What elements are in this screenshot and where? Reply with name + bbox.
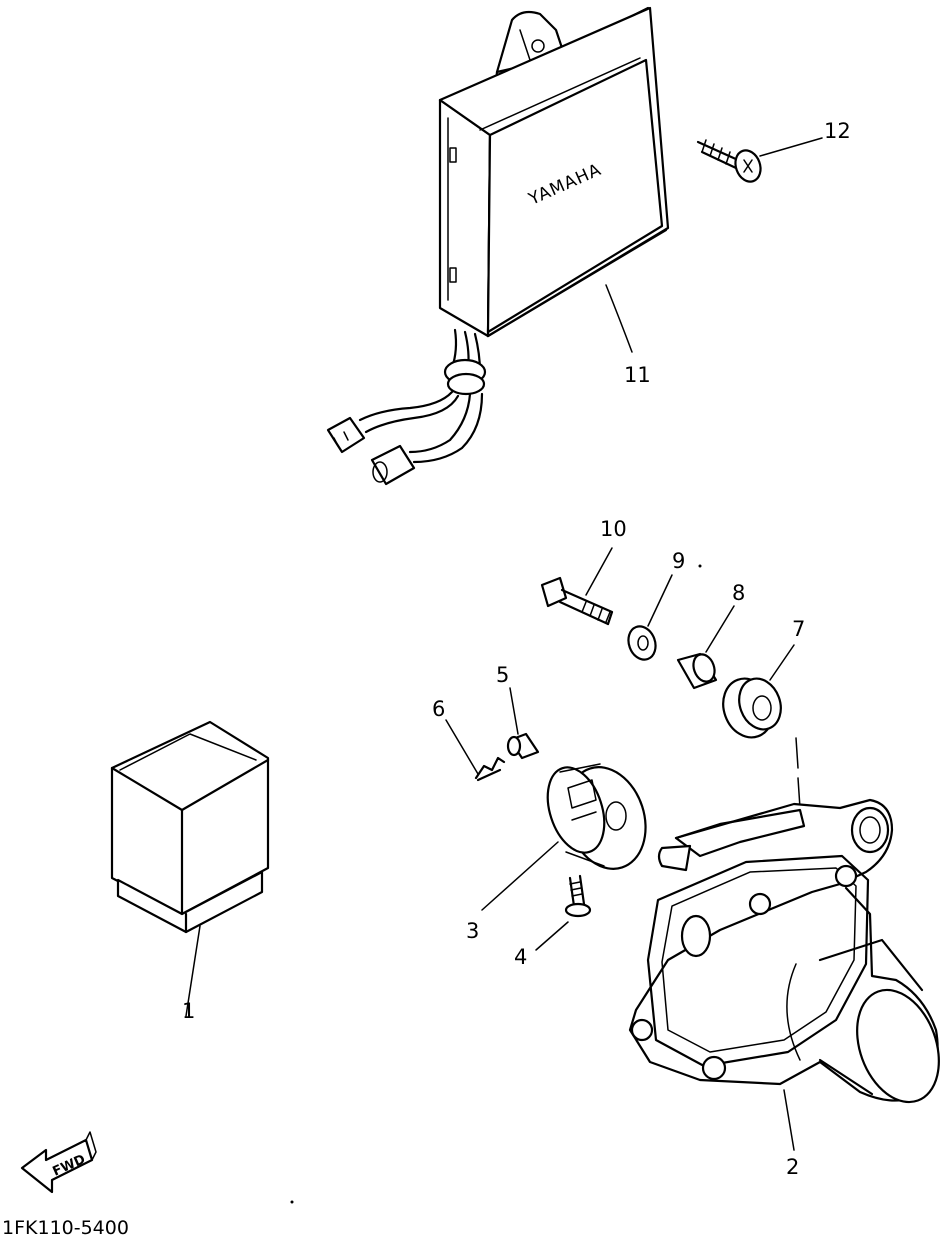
part-label-9: 9 (672, 549, 685, 573)
part-label-11: 11 (624, 363, 651, 387)
drawing-code: 1FK110-5400 (2, 1217, 129, 1238)
pickup-rotor-part-3 (481, 763, 647, 911)
small-screw-part-4 (535, 874, 592, 951)
part-label-4: 4 (514, 945, 527, 969)
pin-part-5 (506, 687, 540, 760)
screw-part-12 (696, 137, 823, 183)
relay-part-1 (110, 720, 270, 1017)
bolt-part-10 (540, 547, 614, 626)
washer-part-9 (627, 574, 673, 661)
part-label-7: 7 (792, 617, 805, 641)
cdi-unit-part-11: YAMAHA (326, 6, 670, 486)
part-label-2: 2 (786, 1155, 799, 1179)
housing-part-2 (628, 798, 940, 1151)
collar-part-8 (676, 605, 735, 690)
part-label-12: 12 (824, 119, 851, 143)
spring-clip-part-6 (445, 719, 506, 782)
part-label-8: 8 (732, 581, 745, 605)
part-label-6: 6 (432, 697, 445, 721)
part-label-10: 10 (600, 517, 627, 541)
part-label-1: 1 (182, 999, 195, 1023)
part-label-3: 3 (466, 919, 479, 943)
forward-arrow-icon: FWD (20, 1131, 97, 1194)
part-label-5: 5 (496, 663, 509, 687)
grommet-part-7 (722, 644, 801, 809)
